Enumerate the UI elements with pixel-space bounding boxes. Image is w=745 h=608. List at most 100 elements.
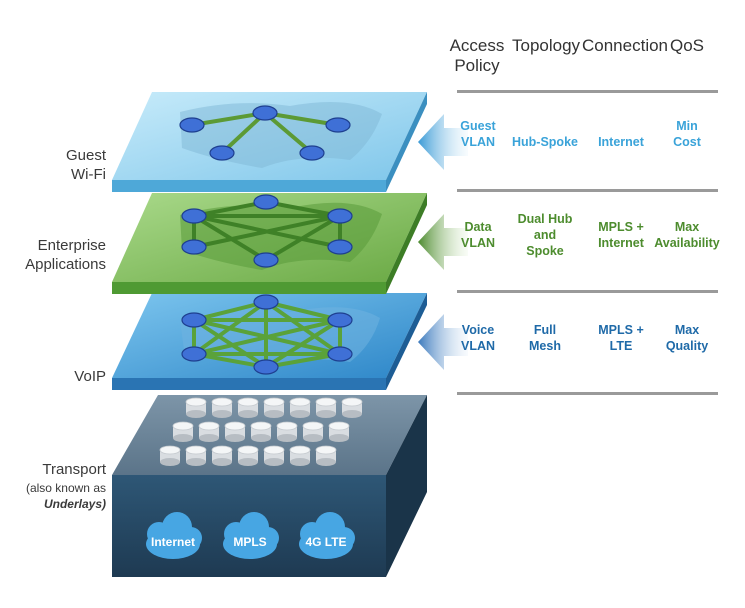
guest-topology: Hub-Spoke — [512, 135, 578, 149]
router-icon — [172, 421, 194, 442]
router-icon — [159, 445, 181, 466]
network-node-icon — [181, 208, 207, 224]
cloud-icon — [146, 512, 202, 559]
network-link — [192, 318, 342, 356]
label-transport: Transport — [42, 461, 106, 478]
voip-topology: Full Mesh — [529, 323, 561, 353]
network-link — [192, 300, 268, 322]
table-rule — [457, 290, 718, 293]
router-icon — [341, 397, 363, 418]
label-guest-wifi: Guest Wi-Fi — [65, 147, 106, 183]
table-rule — [457, 189, 718, 192]
network-link — [264, 214, 342, 262]
network-node-icon — [327, 312, 353, 328]
label-underlays: Underlays) — [43, 497, 106, 511]
router-grid — [159, 397, 363, 466]
router-icon — [237, 445, 259, 466]
router-icon — [289, 445, 311, 466]
router-icon — [185, 397, 207, 418]
enterprise-layer-front — [112, 282, 386, 294]
transport-side-face — [386, 395, 427, 577]
label-voip: VoIP — [74, 368, 106, 385]
router-icon — [289, 397, 311, 418]
header-topology: Topology — [512, 36, 581, 55]
network-link — [192, 214, 342, 249]
label-enterprise-applications: Enterprise Applications — [25, 237, 106, 273]
router-icon — [315, 445, 337, 466]
transport-label-mpls: MPLS — [233, 535, 267, 549]
network-link — [264, 300, 342, 322]
router-icon — [198, 421, 220, 442]
network-node-icon — [299, 145, 325, 161]
enterprise-connection: MPLS + Internet — [598, 220, 644, 250]
voip-layer-side — [386, 293, 427, 390]
voip-layer-front — [112, 378, 386, 390]
network-link — [264, 200, 342, 218]
network-node-icon — [181, 346, 207, 362]
label-transport-note: (also known as — [25, 481, 106, 495]
router-icon — [263, 445, 285, 466]
arrow-left-icon — [418, 314, 468, 370]
voip-access-policy: Voice VLAN — [460, 323, 496, 353]
guest-network — [179, 105, 351, 161]
header-access-policy: Access Policy — [449, 36, 505, 75]
network-link — [192, 300, 268, 356]
table-rules — [457, 90, 718, 395]
network-link — [264, 318, 342, 369]
voip-connection: MPLS + LTE — [598, 323, 644, 353]
router-icon — [211, 397, 233, 418]
network-node-icon — [327, 239, 353, 255]
cloud-icon — [223, 512, 279, 559]
network-node-icon — [252, 105, 278, 121]
cloud-icon — [299, 512, 355, 559]
network-node-icon — [209, 145, 235, 161]
arrow-left-icon — [418, 214, 468, 270]
network-node-icon — [253, 194, 279, 210]
enterprise-layer-side — [386, 193, 427, 294]
table-rule — [457, 392, 718, 395]
router-icon — [315, 397, 337, 418]
network-link — [264, 352, 342, 369]
arrow-left-icon — [418, 114, 468, 170]
network-node-icon — [253, 294, 279, 310]
router-icon — [250, 421, 272, 442]
network-link — [220, 111, 267, 155]
transport-label-internet: Internet — [150, 535, 195, 549]
transport-label-4g-lte: 4G LTE — [305, 535, 347, 549]
router-icon — [328, 421, 350, 442]
enterprise-qos: Max Availability — [654, 220, 720, 250]
network-link — [192, 318, 268, 369]
guest-layer-front — [112, 180, 386, 192]
router-icon — [302, 421, 324, 442]
network-node-icon — [181, 312, 207, 328]
network-node-icon — [253, 359, 279, 375]
transport-clouds — [146, 512, 355, 559]
router-icon — [263, 397, 285, 418]
network-node-icon — [179, 117, 205, 133]
header-qos: QoS — [669, 36, 705, 55]
guest-access-policy: Guest VLAN — [460, 119, 496, 149]
table-rule — [457, 90, 718, 93]
guest-layer-side — [386, 92, 427, 192]
guest-connection: Internet — [598, 135, 644, 149]
router-icon — [276, 421, 298, 442]
enterprise-access-policy: Data VLAN — [460, 220, 496, 250]
router-icon — [224, 421, 246, 442]
header-connection: Connection — [582, 36, 669, 55]
network-link — [263, 111, 314, 155]
enterprise-topology: Dual Hub and Spoke — [517, 212, 573, 258]
router-icon — [237, 397, 259, 418]
enterprise-network — [181, 194, 353, 268]
router-icon — [211, 445, 233, 466]
voip-network — [181, 294, 353, 375]
router-icon — [185, 445, 207, 466]
network-node-icon — [327, 208, 353, 224]
network-node-icon — [325, 117, 351, 133]
network-node-icon — [253, 252, 279, 268]
guest-qos: Min Cost — [673, 119, 701, 149]
voip-qos: Max Quality — [665, 323, 709, 353]
network-node-icon — [181, 239, 207, 255]
network-node-icon — [327, 346, 353, 362]
